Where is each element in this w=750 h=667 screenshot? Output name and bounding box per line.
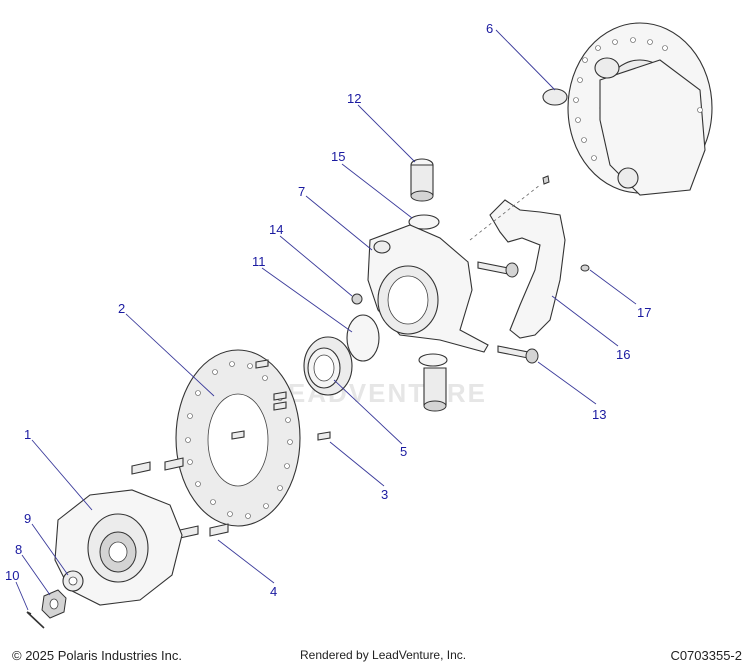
screw-17-drawing[interactable] — [580, 264, 590, 272]
callout-3[interactable]: 3 — [381, 487, 388, 502]
callout-11[interactable]: 11 — [252, 254, 266, 269]
callout-12[interactable]: 12 — [347, 91, 361, 106]
caliper-bracket-drawing[interactable] — [489, 199, 566, 339]
callout-17[interactable]: 17 — [637, 305, 651, 320]
callout-8[interactable]: 8 — [15, 542, 22, 557]
callout-16[interactable]: 16 — [616, 347, 630, 362]
bolt-upper-drawing[interactable] — [477, 261, 519, 278]
leader-5 — [333, 379, 403, 445]
assembly-dashed-line — [469, 184, 541, 241]
leader-10 — [15, 581, 29, 611]
lower-ball-joint-drawing[interactable] — [418, 353, 448, 412]
leader-3 — [329, 441, 385, 487]
leader-11 — [261, 267, 353, 333]
leader-12 — [357, 104, 416, 163]
knuckle-assembly-drawing[interactable] — [542, 22, 713, 196]
snap-ring-bearing-drawing[interactable] — [346, 314, 380, 362]
bolt-lower-drawing[interactable] — [497, 345, 539, 364]
watermark-text: LEADVENTURE — [270, 378, 487, 408]
callout-6[interactable]: 6 — [486, 21, 493, 36]
callout-1[interactable]: 1 — [24, 427, 31, 442]
snap-ring-upper-drawing[interactable] — [408, 214, 440, 230]
leader-16 — [551, 295, 619, 347]
leader-7 — [305, 195, 373, 251]
callout-5[interactable]: 5 — [400, 444, 407, 459]
leader-2 — [125, 313, 215, 397]
leader-13 — [537, 361, 597, 405]
diagram-id-text: C0703355-2 — [670, 648, 742, 663]
leader-1 — [31, 439, 93, 511]
callout-9[interactable]: 9 — [24, 511, 31, 526]
cotter-pin-drawing[interactable] — [26, 611, 45, 629]
leader-4 — [217, 539, 275, 584]
disc-bolts-drawing[interactable] — [231, 359, 331, 441]
leader-17 — [589, 269, 637, 305]
leader-15 — [341, 163, 413, 219]
callout-2[interactable]: 2 — [118, 301, 125, 316]
copyright-text: © 2025 Polaris Industries Inc. — [12, 648, 182, 663]
callout-10[interactable]: 10 — [5, 568, 19, 583]
callout-13[interactable]: 13 — [592, 407, 606, 422]
leader-9 — [31, 523, 69, 576]
callout-15[interactable]: 15 — [331, 149, 345, 164]
steering-knuckle-drawing[interactable] — [367, 224, 489, 353]
washer-drawing[interactable] — [62, 570, 84, 592]
rendered-by-text: Rendered by LeadVenture, Inc. — [300, 648, 467, 662]
wheel-studs-drawing[interactable] — [131, 457, 229, 539]
screw-top-drawing[interactable] — [542, 175, 550, 185]
leader-14 — [279, 235, 353, 297]
nut-small-drawing[interactable] — [351, 293, 363, 305]
leader-8 — [21, 554, 51, 596]
upper-ball-joint-drawing[interactable] — [410, 158, 434, 202]
callout-14[interactable]: 14 — [269, 222, 283, 237]
castle-nut-drawing[interactable] — [41, 589, 67, 619]
leader-6 — [495, 29, 556, 91]
callout-7[interactable]: 7 — [298, 184, 305, 199]
callout-4[interactable]: 4 — [270, 584, 277, 599]
wheel-bearing-drawing[interactable] — [303, 336, 353, 396]
